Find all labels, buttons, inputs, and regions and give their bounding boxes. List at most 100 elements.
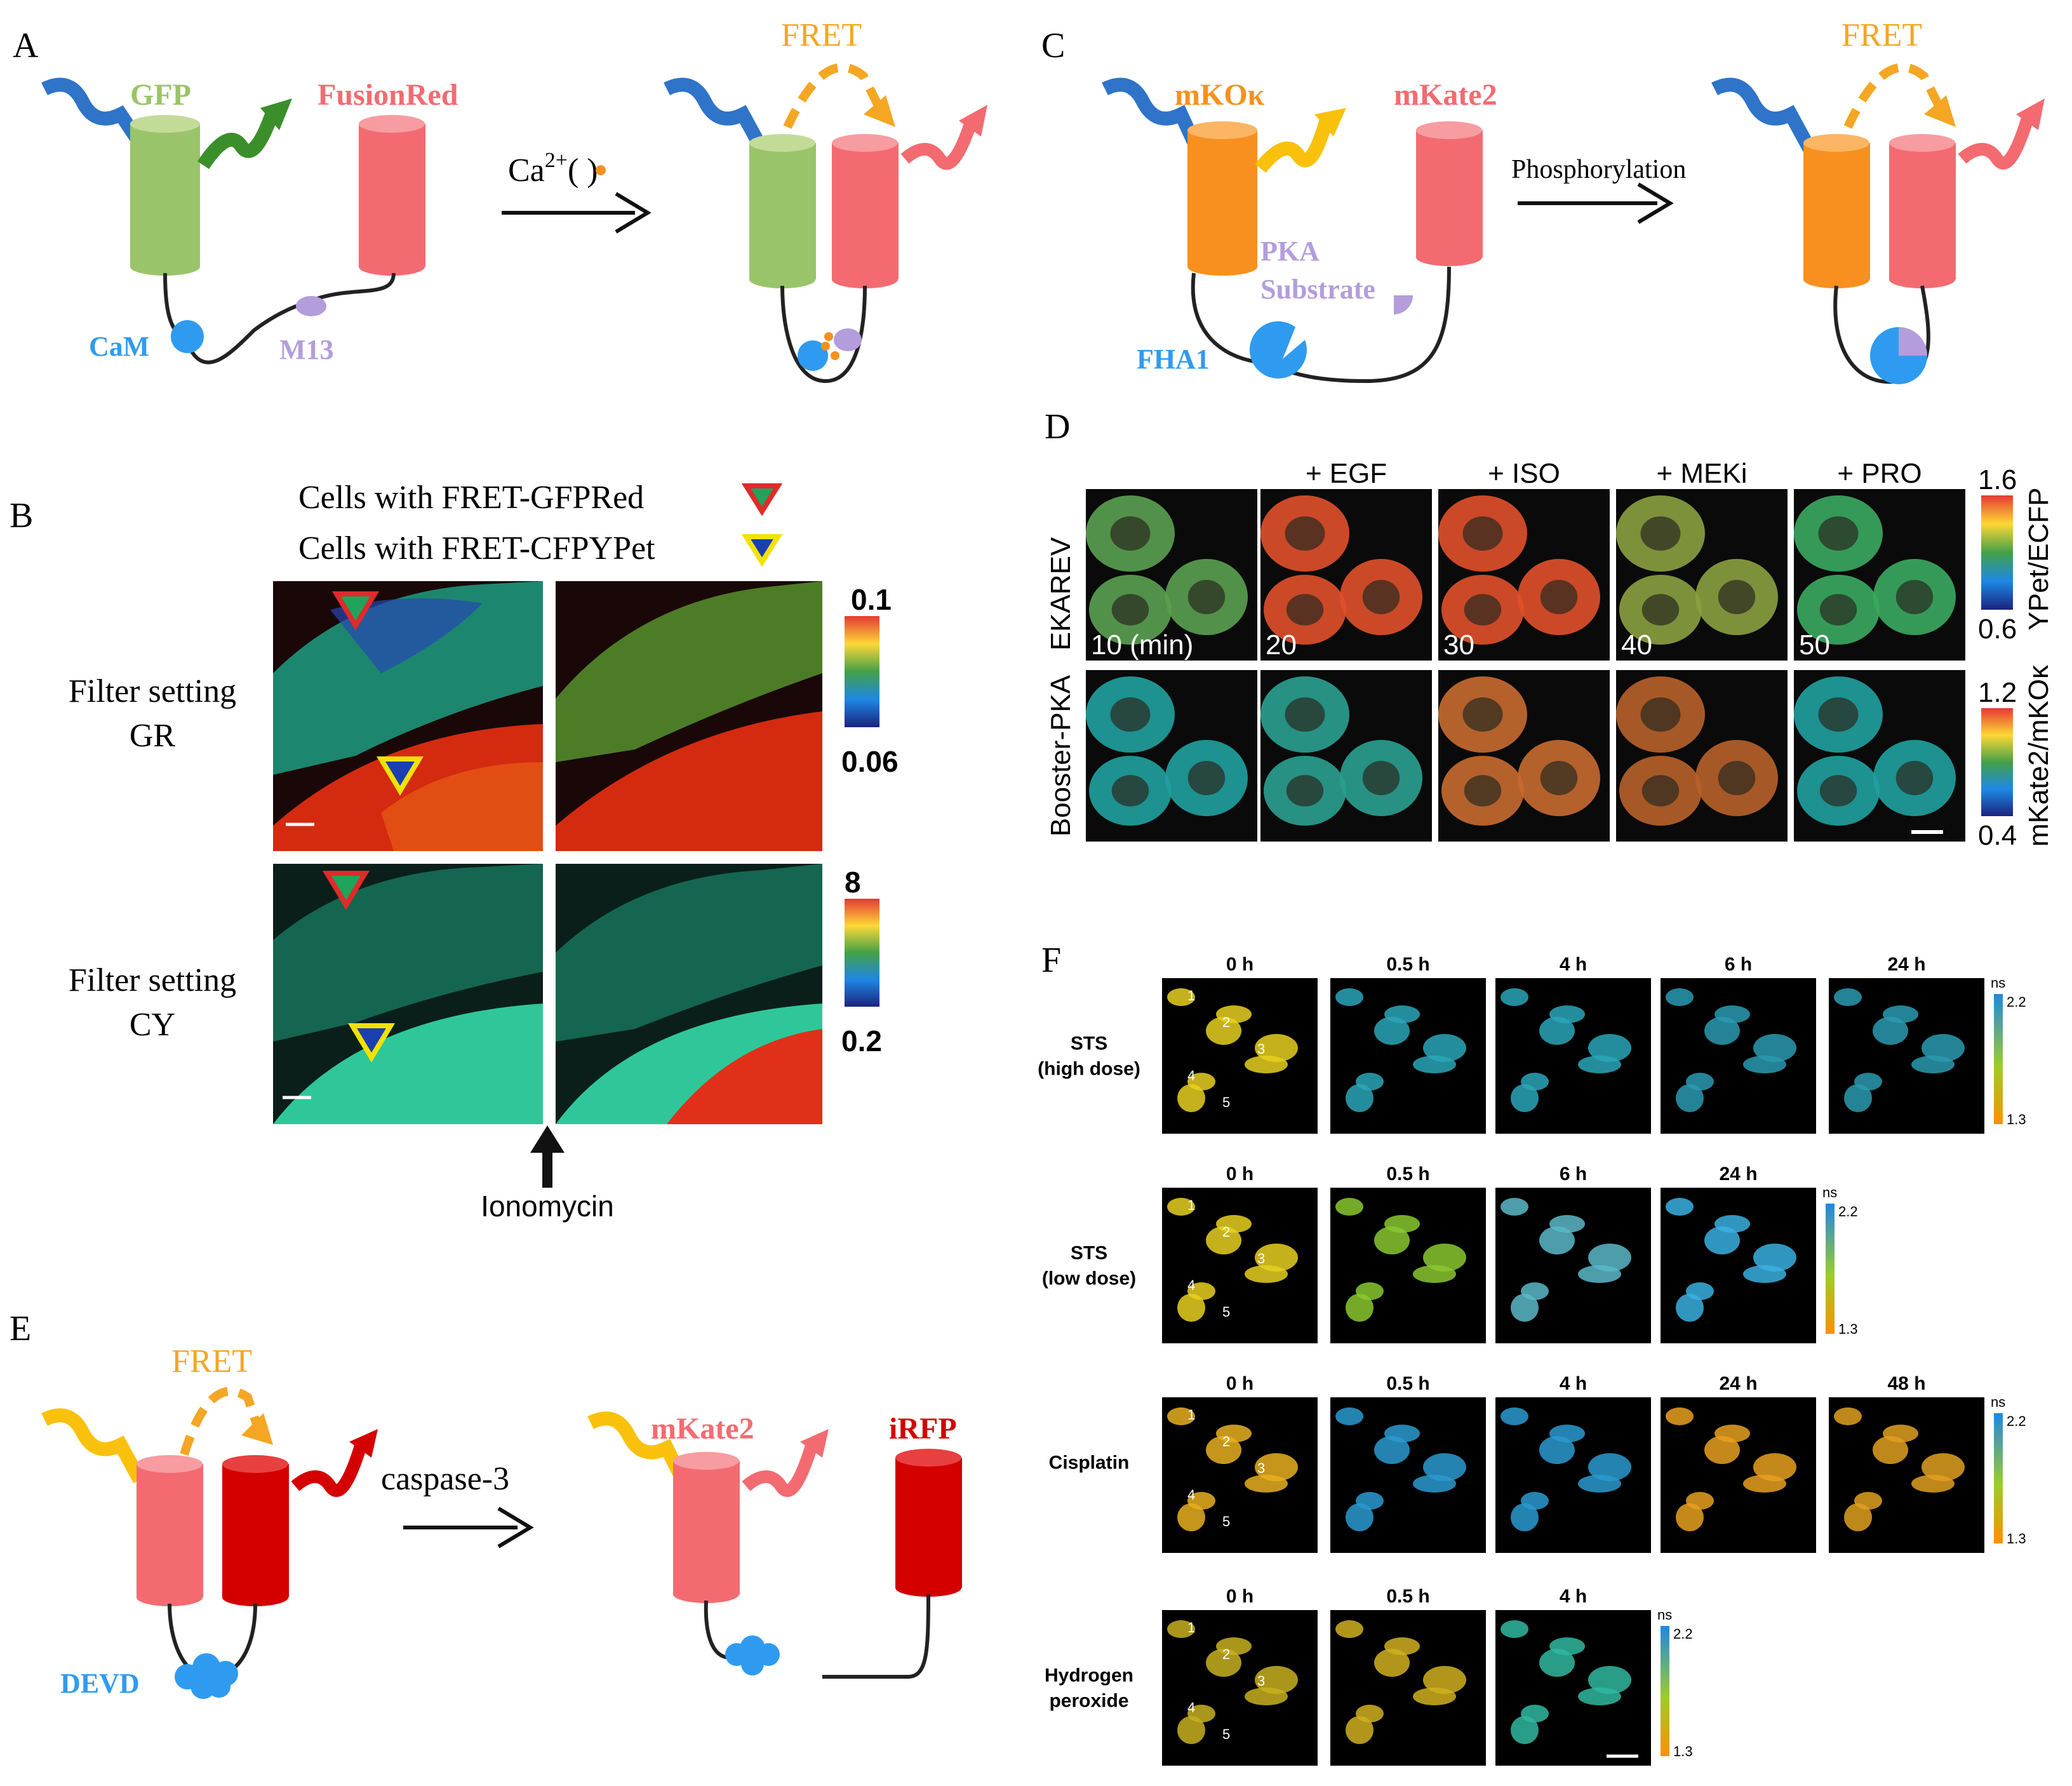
timepoint-header: 4 h bbox=[1560, 1373, 1587, 1394]
emission-arrow bbox=[197, 109, 280, 170]
calcium-label: Ca2+( ) bbox=[508, 149, 598, 189]
image-cy-before bbox=[273, 864, 543, 1124]
irfp-cylinder-e bbox=[222, 1464, 289, 1597]
cell-number: 3 bbox=[1257, 1251, 1265, 1266]
cell-number: 1 bbox=[1187, 1620, 1195, 1635]
panel-b: B Cells with FRET-GFPRed Cells with FRET… bbox=[10, 480, 899, 1223]
cb-booster-max: 1.2 bbox=[1978, 677, 2017, 708]
time-label: 10 (min) bbox=[1091, 629, 1193, 661]
condition-header: + ISO bbox=[1488, 458, 1560, 489]
timepoint-header: 6 h bbox=[1725, 954, 1752, 975]
condition-header: + PRO bbox=[1837, 458, 1922, 489]
timepoint-header: 4 h bbox=[1560, 1586, 1587, 1607]
fha1-domain bbox=[1249, 321, 1307, 379]
cell-number: 3 bbox=[1257, 1673, 1265, 1689]
cell-number: 2 bbox=[1222, 1014, 1230, 1030]
cb-cy-max: 8 bbox=[845, 866, 861, 899]
row-cy-line1: Filter setting bbox=[69, 962, 236, 998]
cam-domain bbox=[171, 320, 204, 353]
time-label: 20 bbox=[1266, 629, 1297, 661]
row-gr-line1: Filter setting bbox=[69, 673, 236, 709]
time-label: 30 bbox=[1443, 629, 1474, 661]
cell-number: 5 bbox=[1222, 1514, 1230, 1529]
fusionred-cylinder bbox=[359, 124, 425, 267]
cb-min: 1.3 bbox=[2007, 1111, 2026, 1127]
flim-tile bbox=[1495, 978, 1651, 1134]
cb-min: 1.3 bbox=[1673, 1743, 1693, 1759]
timepoint-header: 6 h bbox=[1560, 1164, 1587, 1185]
colorbar-cy bbox=[845, 899, 879, 1007]
flim-tile bbox=[1495, 1188, 1651, 1343]
cam-label: CaM bbox=[89, 331, 149, 362]
cb-cy-min: 0.2 bbox=[841, 1024, 882, 1058]
cell-number: 2 bbox=[1222, 1434, 1230, 1449]
flim-colorbar bbox=[1826, 1204, 1835, 1334]
micrograph-tile bbox=[1260, 670, 1432, 842]
panel-d: D + EGF+ ISO+ MEKi+ PRO EKAREV Booster-P… bbox=[1045, 407, 2054, 851]
cb-gr-min: 0.06 bbox=[841, 745, 899, 778]
cell-number: 3 bbox=[1257, 1041, 1265, 1057]
cb-ekarev-max: 1.6 bbox=[1978, 464, 2017, 495]
colorbar-ekarev bbox=[1981, 495, 2013, 610]
timepoint-header: 48 h bbox=[1887, 1373, 1925, 1394]
treatment-label: Cisplatin bbox=[1049, 1453, 1130, 1474]
cb-gr-max: 0.1 bbox=[851, 583, 892, 616]
flim-tile bbox=[1495, 1397, 1651, 1553]
irfp-label: iRFP bbox=[889, 1412, 957, 1446]
treatment-sublabel: peroxide bbox=[1049, 1691, 1128, 1712]
gfp-label: GFP bbox=[130, 78, 191, 112]
condition-header: + MEKi bbox=[1656, 458, 1747, 489]
flim-tile bbox=[1661, 1188, 1816, 1343]
timepoint-header: 0 h bbox=[1226, 1373, 1253, 1394]
triangle-red-icon bbox=[741, 483, 783, 516]
cb-unit: ns bbox=[1822, 1185, 1837, 1200]
flim-colorbar bbox=[1661, 1626, 1669, 1756]
cell-number: 1 bbox=[1187, 988, 1195, 1004]
cb-max: 2.2 bbox=[1673, 1626, 1693, 1642]
caspase-label: caspase-3 bbox=[381, 1461, 509, 1497]
legend-gfpred: Cells with FRET-GFPRed bbox=[298, 480, 644, 516]
flim-tile bbox=[1829, 978, 1984, 1134]
cell-number: 2 bbox=[1222, 1646, 1230, 1662]
micrograph-tile: 10 (min) bbox=[1086, 489, 1257, 661]
micrograph-tile bbox=[1794, 670, 1965, 842]
cb-max: 2.2 bbox=[2007, 994, 2026, 1010]
timepoint-header: 0.5 h bbox=[1386, 1373, 1429, 1394]
row-cy-line2: CY bbox=[130, 1007, 175, 1043]
cell-number: 2 bbox=[1222, 1224, 1230, 1240]
timepoint-header: 24 h bbox=[1719, 1164, 1757, 1185]
timepoint-header: 24 h bbox=[1719, 1373, 1757, 1394]
devd-domain bbox=[175, 1653, 238, 1699]
time-label: 50 bbox=[1799, 629, 1830, 661]
panel-f-label: F bbox=[1041, 941, 1061, 980]
mkate2-cylinder-e bbox=[137, 1464, 203, 1597]
micrograph-tile bbox=[1438, 670, 1610, 842]
row-booster-pka: Booster-PKA bbox=[1045, 675, 1076, 836]
timepoint-header: 0.5 h bbox=[1386, 1164, 1429, 1185]
cb-booster-min: 0.4 bbox=[1978, 820, 2017, 851]
panel-c-label: C bbox=[1041, 26, 1065, 65]
treatment-label: STS bbox=[1071, 1243, 1107, 1264]
m13-domain bbox=[296, 296, 326, 316]
panel-b-label: B bbox=[10, 496, 33, 535]
condition-header: + EGF bbox=[1306, 458, 1387, 489]
flim-tile bbox=[1330, 1188, 1486, 1343]
m13-label: M13 bbox=[279, 334, 334, 365]
timepoint-header: 0 h bbox=[1226, 1586, 1253, 1607]
flim-tile bbox=[1829, 1397, 1984, 1553]
panel-a-label: A bbox=[13, 26, 39, 65]
cb-ekarev-title: YPet/ECFP bbox=[2023, 488, 2054, 631]
cell-number: 4 bbox=[1187, 1277, 1195, 1293]
flim-tile bbox=[1661, 978, 1816, 1134]
mkate2-cylinder-c bbox=[1416, 130, 1483, 257]
gfp-cylinder bbox=[130, 124, 200, 267]
flim-colorbar bbox=[1994, 994, 2003, 1124]
fret-label-c: FRET bbox=[1841, 17, 1922, 53]
timepoint-header: 4 h bbox=[1560, 954, 1587, 975]
row-ekarev: EKAREV bbox=[1045, 537, 1076, 650]
panel-a: A GFP FusionRed CaM M13 Ca2+( ) FRET bbox=[13, 17, 987, 384]
cb-ekarev-min: 0.6 bbox=[1978, 614, 2017, 645]
